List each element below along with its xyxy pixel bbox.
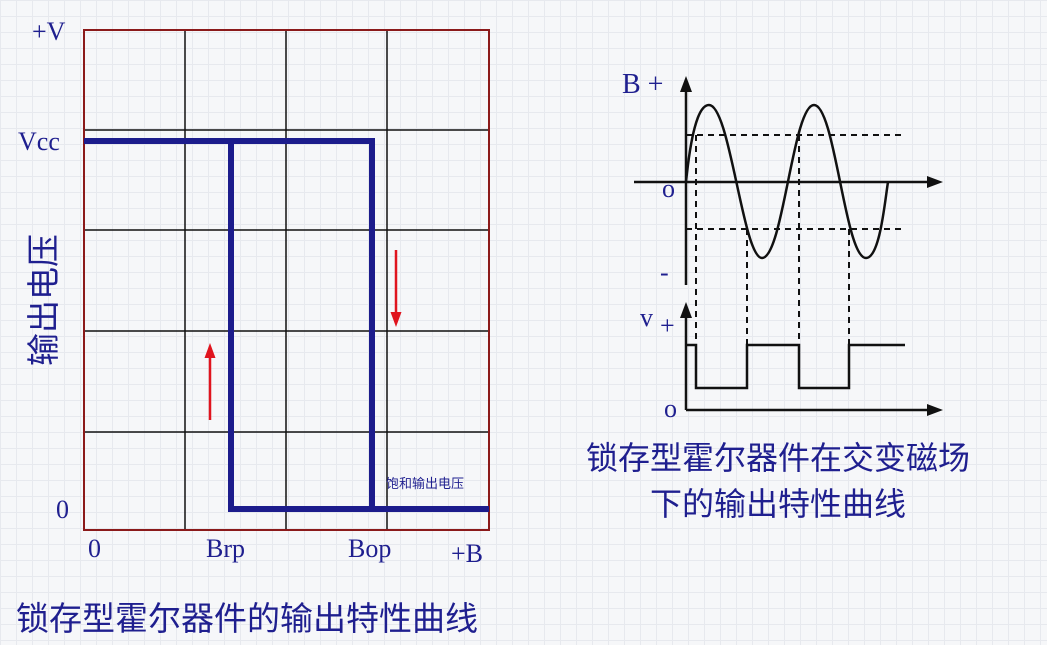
arrow-up-icon xyxy=(204,343,216,420)
label-v: v xyxy=(640,303,653,332)
label-y-zero: 0 xyxy=(56,495,69,524)
arrow-down-icon xyxy=(390,250,402,327)
label-x-zero: 0 xyxy=(88,534,101,563)
upper-axes xyxy=(634,76,943,285)
t-axis-arrow-icon xyxy=(927,176,943,188)
label-v-plus: + xyxy=(660,311,675,340)
left-chart: +V Vcc 0 0 Brp Bop +B 饱和输出电压 输出电压 锁存型霍尔器… xyxy=(16,17,490,638)
right-caption-line2: 下的输出特性曲线 xyxy=(650,485,906,523)
t2-axis-arrow-icon xyxy=(927,404,943,416)
magnetic-field-sine xyxy=(684,103,890,260)
label-saturation: 饱和输出电压 xyxy=(386,476,464,492)
label-origin-top: o xyxy=(662,174,675,203)
lower-axes xyxy=(680,302,943,416)
right-caption-line1: 锁存型霍尔器件在交变磁场 xyxy=(586,439,970,477)
right-chart: B + o - v + o 锁存型霍尔器件在交变磁场 下的输出特性曲线 xyxy=(586,69,970,523)
label-brp: Brp xyxy=(206,534,245,563)
label-vcc: Vcc xyxy=(18,127,60,156)
output-curve-loop xyxy=(84,138,375,512)
label-plus-b: +B xyxy=(451,539,483,568)
label-minus: - xyxy=(660,258,669,287)
left-grid-border xyxy=(83,29,490,531)
projection-lines xyxy=(695,135,850,388)
label-origin-bottom: o xyxy=(664,394,677,423)
label-plus-v: +V xyxy=(32,17,66,46)
v-axis-arrow-icon xyxy=(680,302,692,318)
label-b-plus: B + xyxy=(622,69,663,100)
label-bop: Bop xyxy=(348,534,391,563)
y-axis-title: 输出电压 xyxy=(24,234,63,366)
output-square-wave xyxy=(686,343,905,390)
left-caption: 锁存型霍尔器件的输出特性曲线 xyxy=(16,599,478,638)
left-grid xyxy=(84,30,489,530)
b-axis-arrow-icon xyxy=(680,76,692,92)
